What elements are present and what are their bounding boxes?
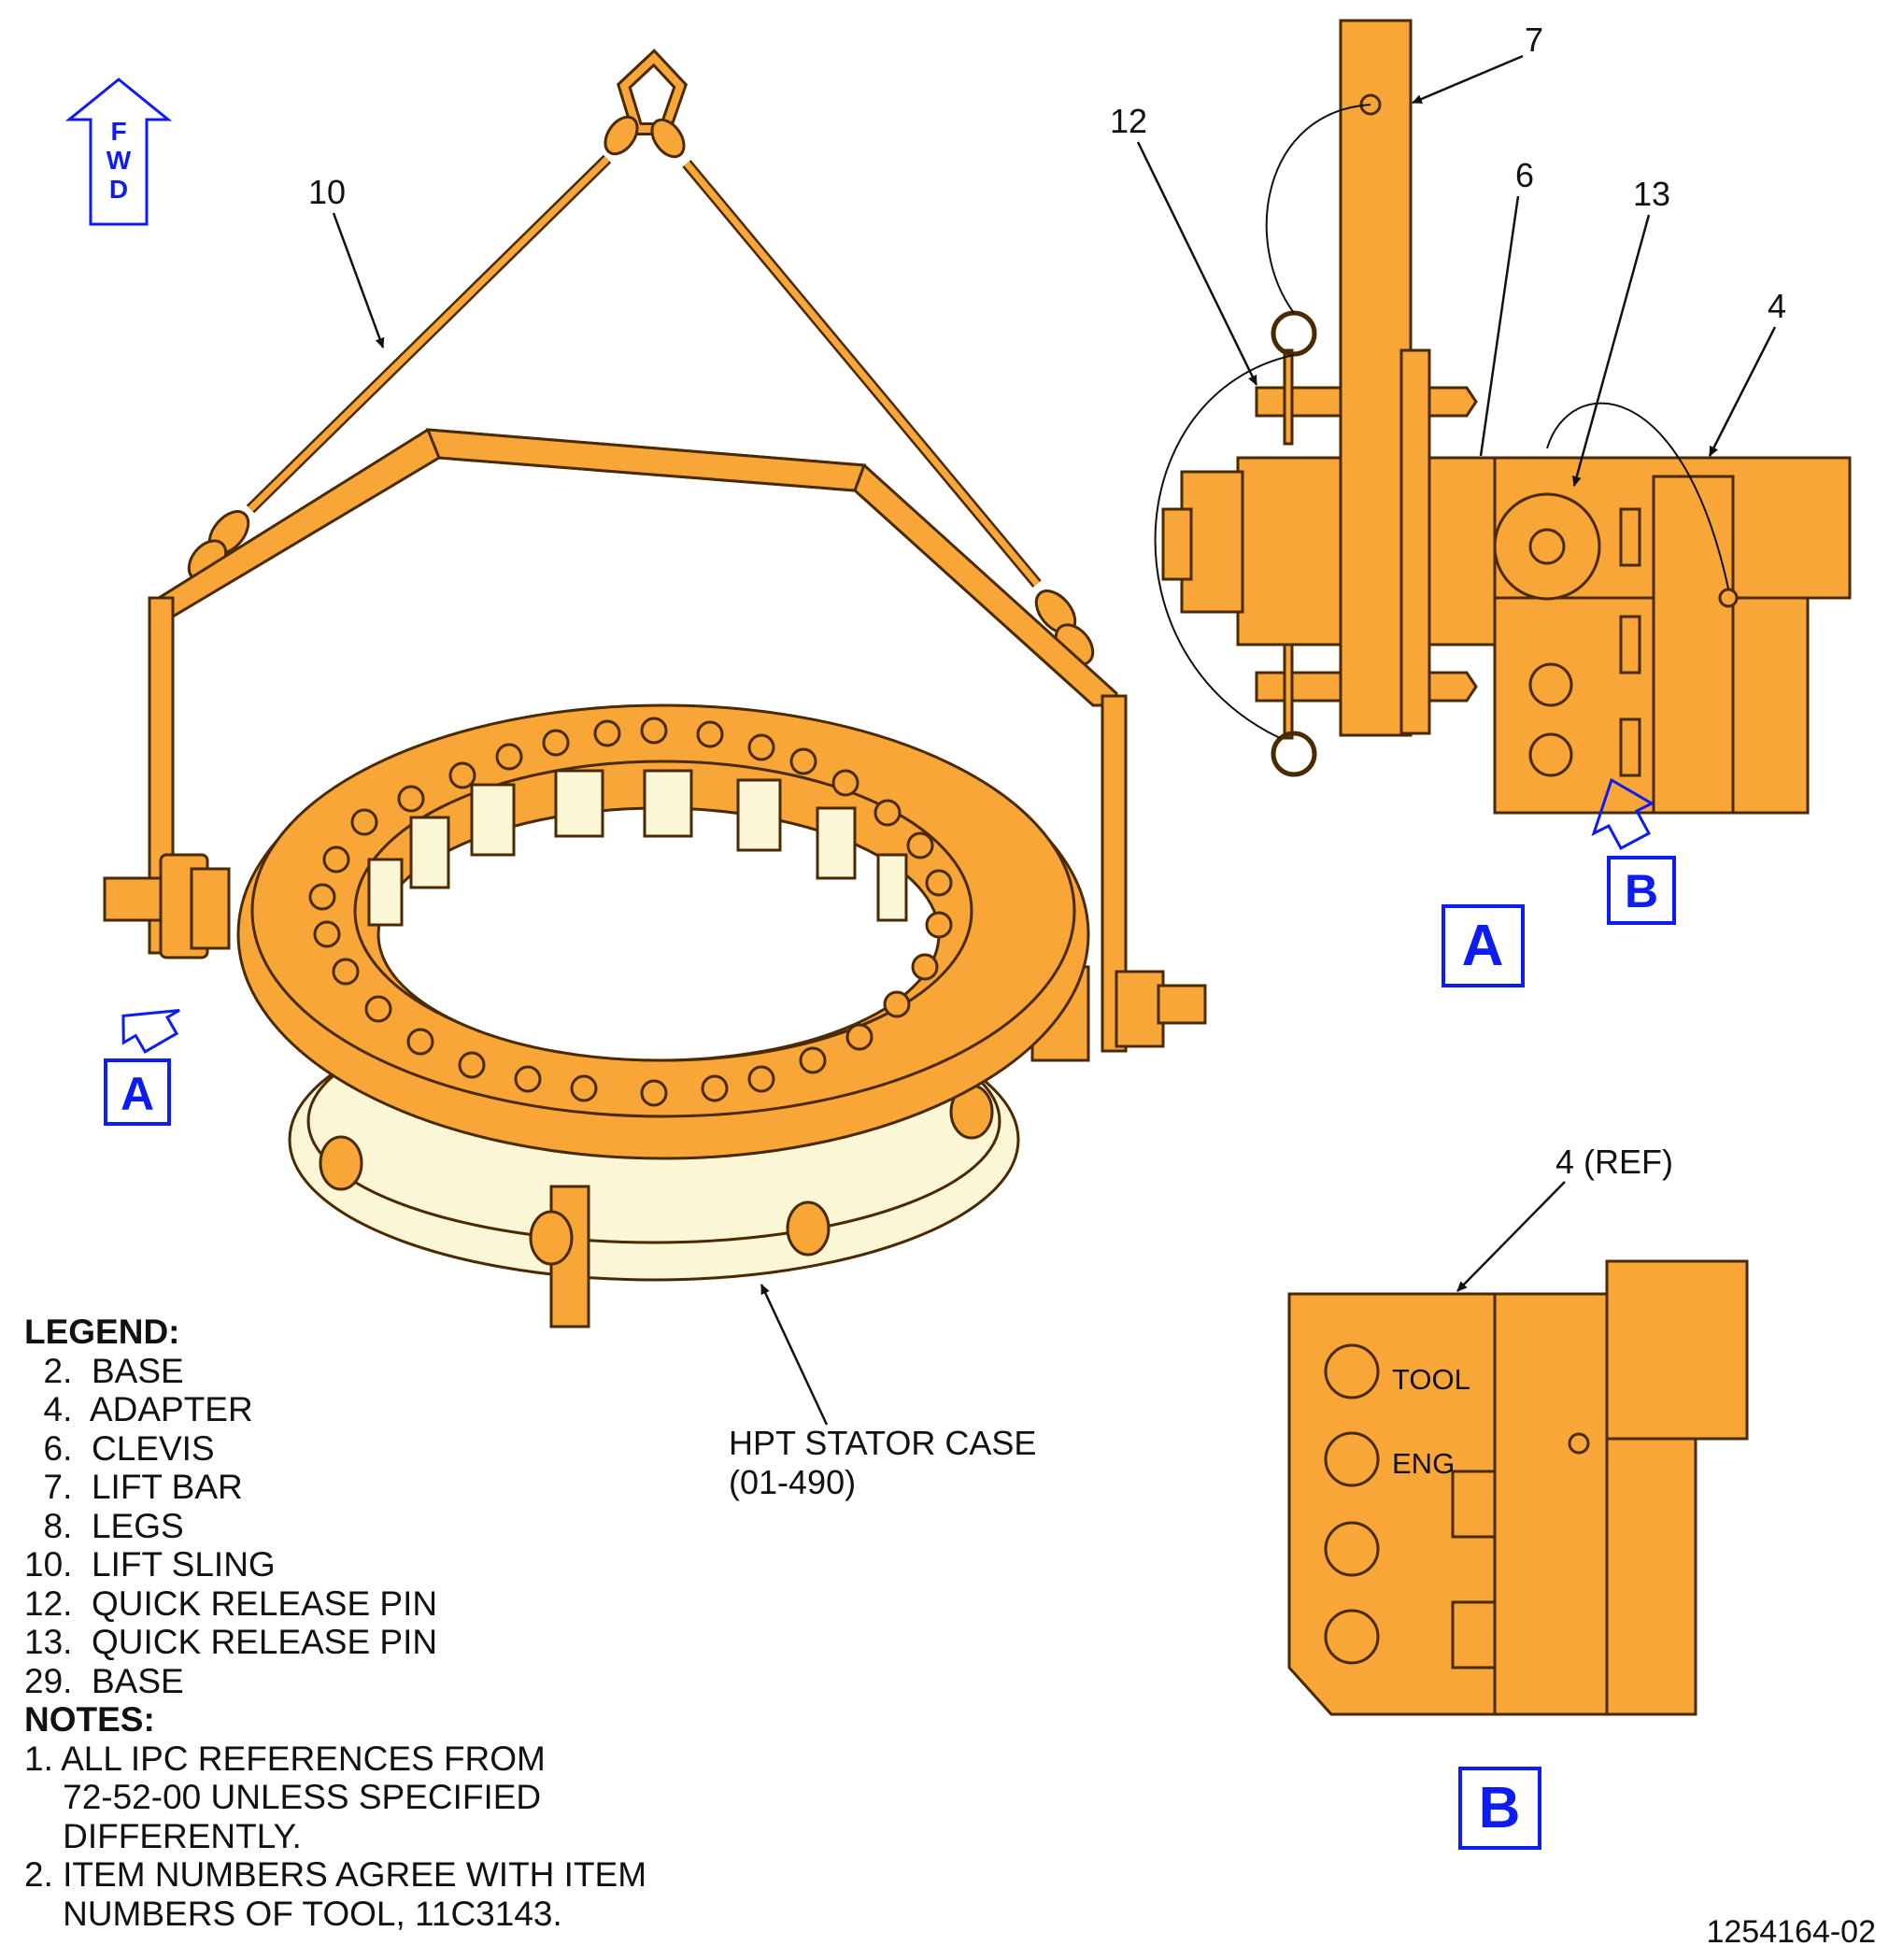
drawing-number: 1254164-02 <box>1706 1914 1876 1950</box>
legend-item: 6. CLEVIS <box>24 1428 215 1468</box>
detail-a-lift-bar <box>1339 19 1413 737</box>
callout-7: 7 <box>1525 21 1543 59</box>
lift-sling <box>187 49 1095 666</box>
lift-bar-frame <box>103 428 1207 1062</box>
note-item: 1. ALL IPC REFERENCES FROM 72-52-00 UNLE… <box>24 1739 546 1855</box>
stator-label-line2: (01-490) <box>729 1463 856 1501</box>
callout-10: 10 <box>308 173 346 211</box>
legend-item: 10. LIFT SLING <box>24 1545 276 1584</box>
detail-b-eng-marking: ENG <box>1392 1447 1455 1480</box>
stator-leader <box>760 1284 829 1426</box>
svg-text:B: B <box>1625 865 1658 917</box>
legend-item: 7. LIFT BAR <box>24 1468 243 1506</box>
detail-b-adapter <box>1287 1292 1497 1716</box>
legend-item: 13. QUICK RELEASE PIN <box>24 1623 438 1661</box>
legend-item: 29. BASE <box>24 1661 184 1700</box>
callout-12: 12 <box>1110 102 1147 140</box>
legend-heading: LEGEND: <box>24 1313 180 1351</box>
note-item: 2. ITEM NUMBERS AGREE WITH ITEM NUMBERS … <box>24 1855 647 1933</box>
callout-4: 4 <box>1768 287 1786 325</box>
detail-a-view: 7 12 6 13 4 B A <box>1110 19 1852 987</box>
detail-a-title: A <box>1442 904 1525 987</box>
callout-4-ref: 4 (REF) <box>1555 1143 1673 1181</box>
fwd-letter-w: W <box>107 146 132 175</box>
view-a-flag-main: A <box>104 1009 180 1126</box>
fwd-letter-d: D <box>109 175 128 204</box>
svg-text:A: A <box>121 1068 154 1120</box>
view-b-flag-detail-a: B <box>1591 777 1676 925</box>
main-assembly-view: 10 A HPT STATOR CASE (01-490) <box>103 49 1207 1501</box>
legend-item: 4. ADAPTER <box>24 1390 253 1428</box>
forward-direction-arrow: F W D <box>64 78 173 226</box>
legend-block: LEGEND: 2. BASE 4. ADAPTER 6. CLEVIS 7. … <box>24 1313 646 1933</box>
svg-text:A: A <box>1462 914 1504 978</box>
adapter-ring <box>236 703 1090 1160</box>
stator-label-line1: HPT STATOR CASE <box>729 1424 1036 1462</box>
detail-b-view: TOOL ENG 4 (REF) B <box>1287 1143 1749 1850</box>
callout-6: 6 <box>1515 156 1534 194</box>
legend-item: 8. LEGS <box>24 1506 184 1545</box>
notes-heading: NOTES: <box>24 1700 155 1739</box>
detail-b-title: B <box>1458 1767 1541 1850</box>
svg-text:B: B <box>1479 1776 1521 1840</box>
detail-b-tool-marking: TOOL <box>1392 1363 1470 1396</box>
legend-item: 2. BASE <box>24 1351 184 1390</box>
callout-13: 13 <box>1633 175 1670 213</box>
callout-10-leader <box>332 212 385 348</box>
legend-item: 12. QUICK RELEASE PIN <box>24 1584 438 1623</box>
fwd-letter-f: F <box>110 117 126 146</box>
